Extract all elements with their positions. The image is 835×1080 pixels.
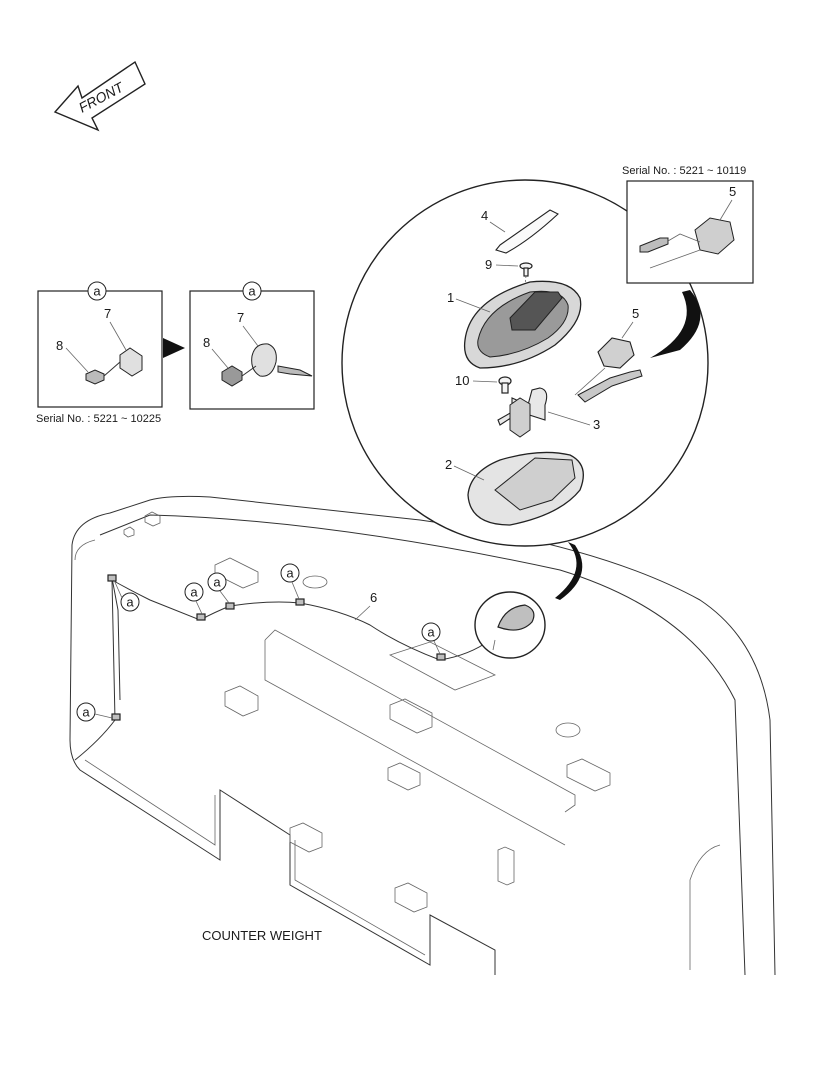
- callout-a: a: [207, 572, 230, 604]
- part-3-bracket: 3: [497, 387, 600, 438]
- harness-clamps: [107, 574, 446, 721]
- callout-a: a: [113, 579, 140, 612]
- counter-weight-body: [69, 495, 776, 976]
- inset-change-arrow: [163, 338, 185, 358]
- svg-text:4: 4: [481, 208, 488, 223]
- svg-text:7: 7: [104, 306, 111, 321]
- front-arrow: FRONT: [53, 60, 146, 132]
- mounting-blocks: [123, 511, 611, 913]
- svg-text:a: a: [427, 625, 435, 640]
- callout-a: a: [184, 582, 204, 615]
- lamp-detail-circle: [341, 179, 709, 547]
- svg-text:7: 7: [237, 310, 244, 325]
- svg-text:a: a: [248, 284, 256, 299]
- svg-text:a: a: [213, 575, 221, 590]
- inset-left-after: a 7 8: [189, 281, 315, 410]
- zoom-arrow-upper: [650, 290, 701, 358]
- svg-text:9: 9: [485, 257, 492, 272]
- serial-note-top-right: Serial No. : 5221 ~ 10119: [622, 165, 746, 177]
- part-4-lens: 4: [481, 208, 559, 254]
- callout-a: a: [280, 563, 300, 600]
- svg-text:8: 8: [203, 335, 210, 350]
- part-1-lamp-housing: 1: [447, 280, 582, 369]
- svg-text:1: 1: [447, 290, 454, 305]
- svg-text:a: a: [82, 705, 90, 720]
- svg-text:a: a: [286, 566, 294, 581]
- svg-text:8: 8: [56, 338, 63, 353]
- lamp-mount-small: [474, 591, 546, 659]
- svg-text:5: 5: [632, 306, 639, 321]
- part-10-bolt: 10: [455, 373, 512, 394]
- svg-text:2: 2: [445, 457, 452, 472]
- svg-text:3: 3: [593, 417, 600, 432]
- part-number-6: 6: [370, 590, 377, 605]
- svg-text:a: a: [190, 585, 198, 600]
- part-5-switch: 5: [574, 306, 643, 403]
- callouts: a a a a a a: [76, 563, 441, 722]
- callout-a: a: [421, 622, 441, 655]
- svg-text:5: 5: [729, 184, 736, 199]
- zoom-arrow-lower: [555, 542, 583, 600]
- inset-top-right: Serial No. : 5221 ~ 10119 5: [622, 165, 754, 284]
- part-2-base: 2: [445, 451, 584, 526]
- svg-text:a: a: [126, 595, 134, 610]
- svg-text:10: 10: [455, 373, 469, 388]
- callout-a: a: [76, 702, 113, 722]
- counter-weight-label: COUNTER WEIGHT: [202, 928, 322, 943]
- serial-note-left: Serial No. : 5221 ~ 10225: [36, 413, 161, 425]
- svg-text:a: a: [93, 284, 101, 299]
- inset-left-before: a 7 8 Serial No. : 5221 ~ 10225: [36, 281, 163, 425]
